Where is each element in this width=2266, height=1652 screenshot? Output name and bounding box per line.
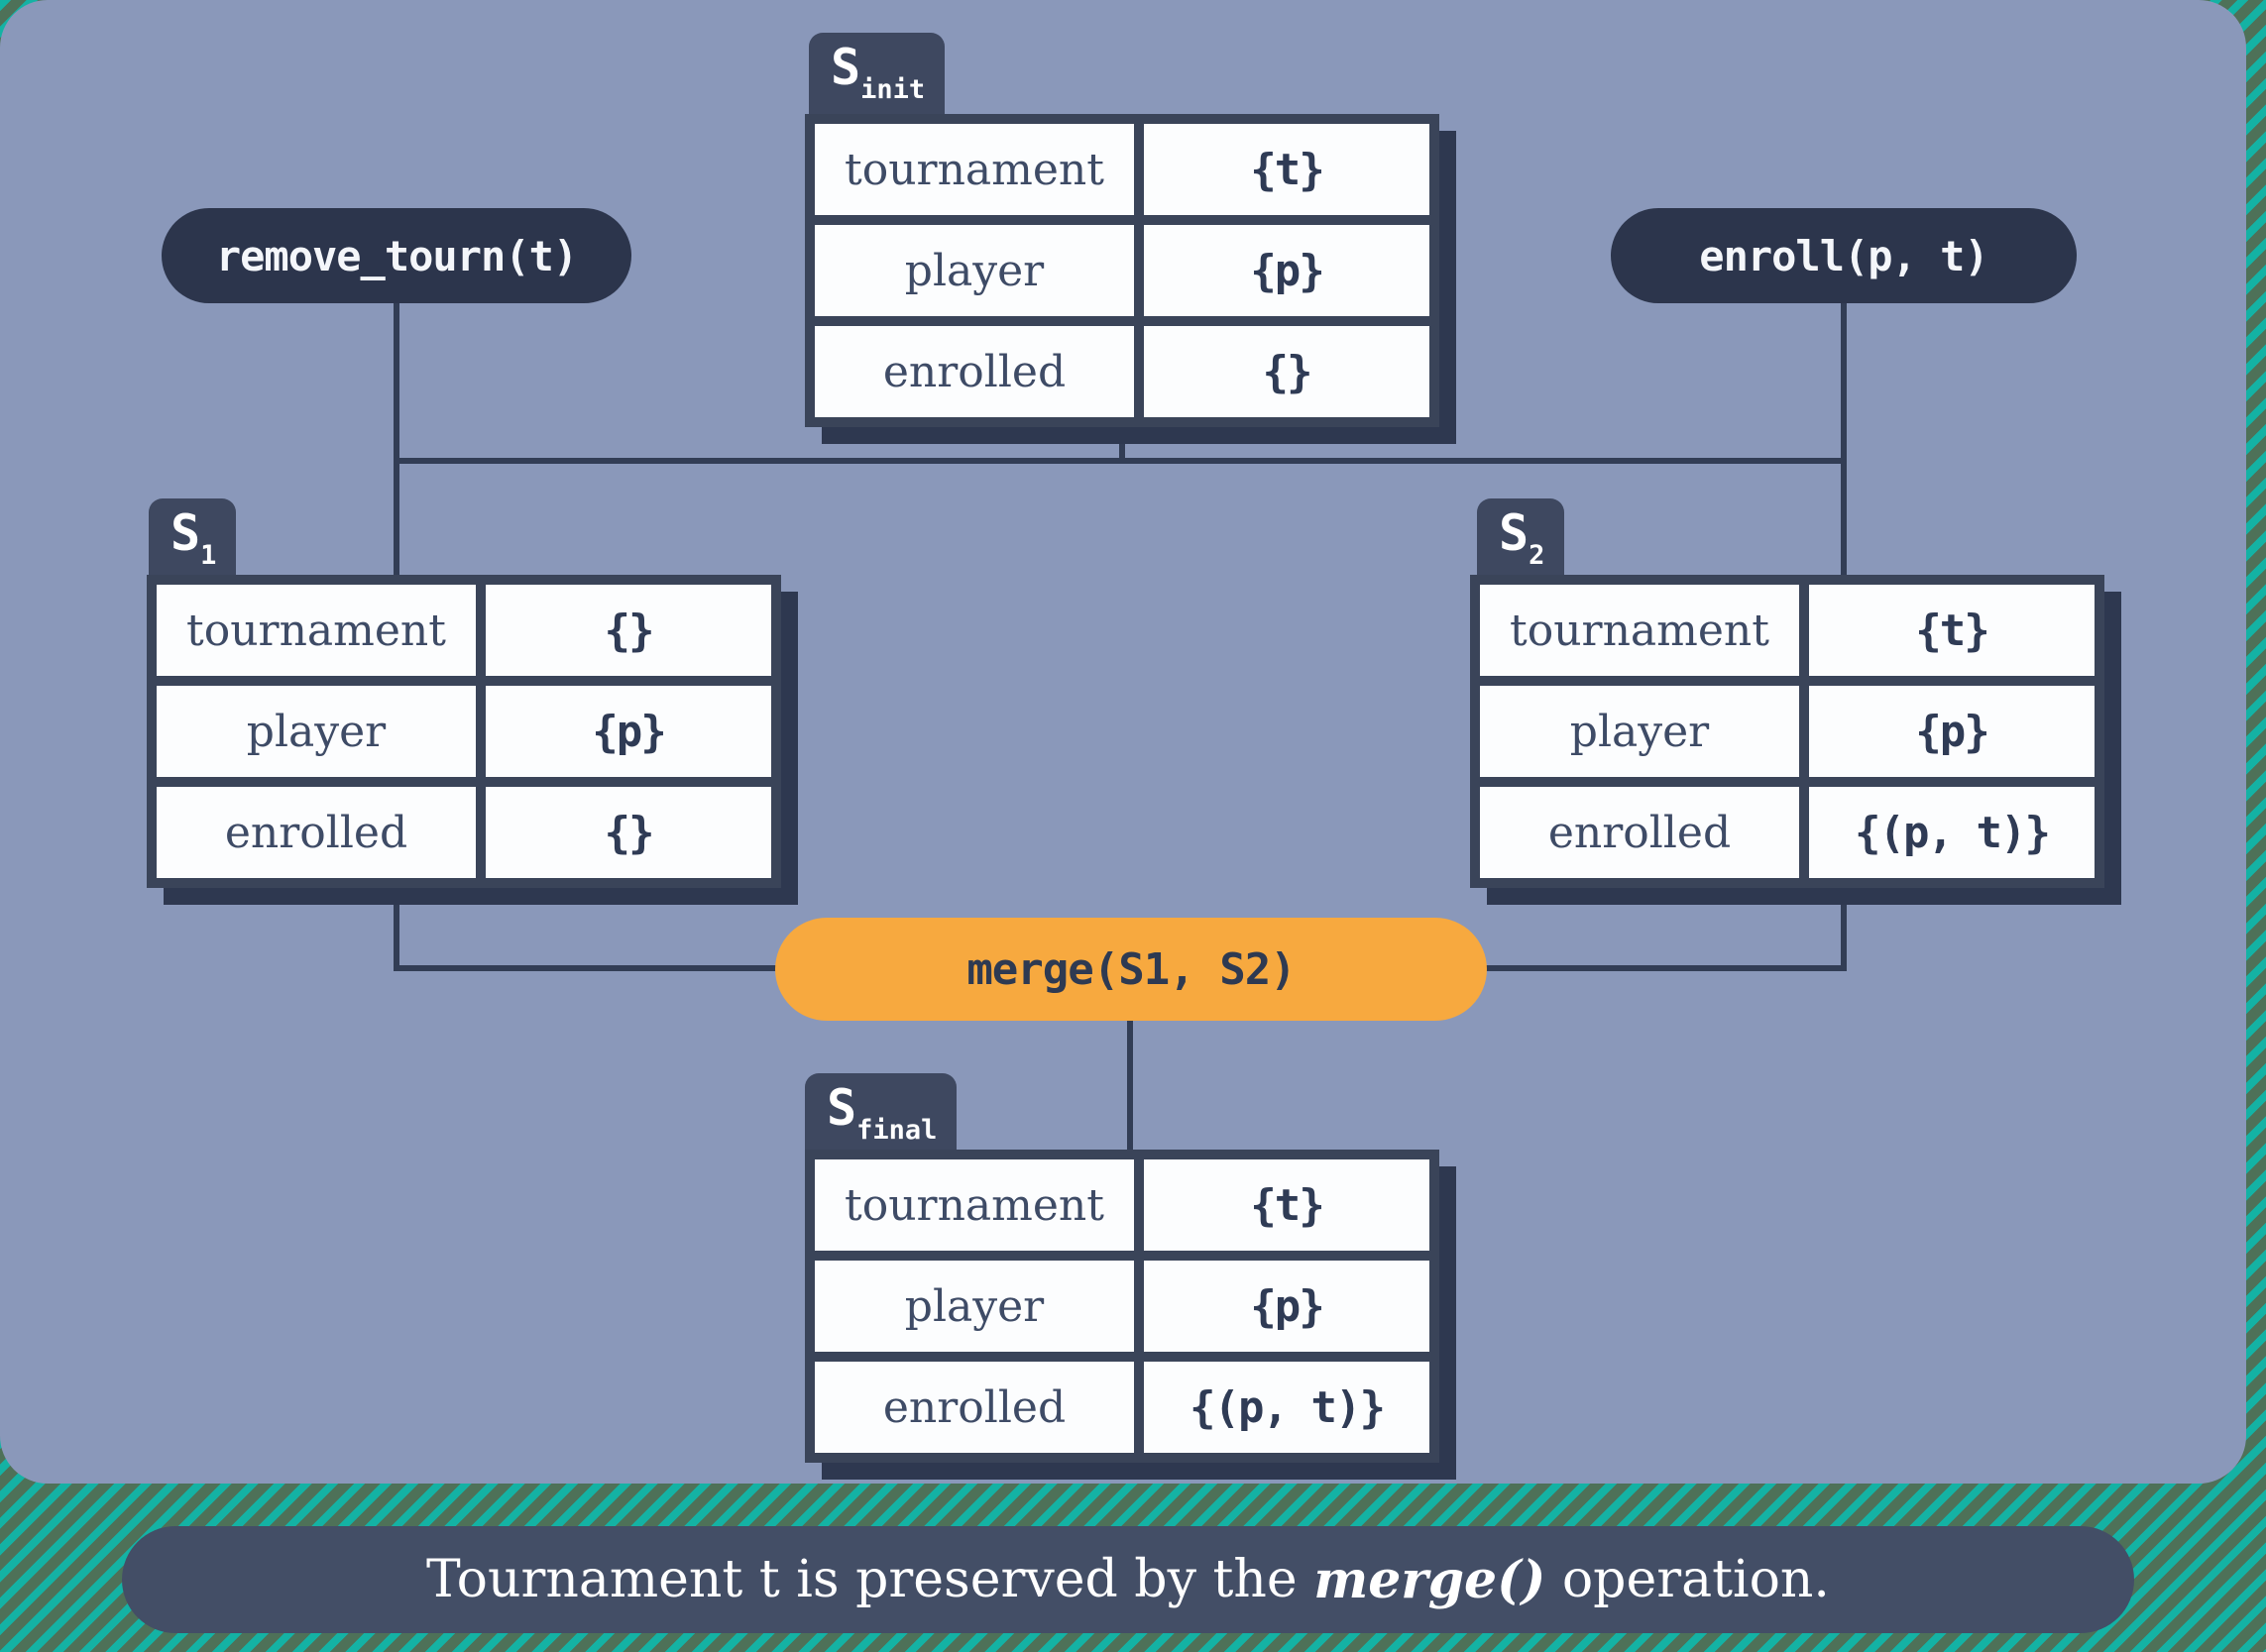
row-value: {t} — [1144, 1159, 1429, 1251]
row-label: tournament — [157, 585, 476, 676]
caption-text-highlight: merge() — [1313, 1549, 1546, 1610]
row-value: {(p, t)} — [1144, 1362, 1429, 1453]
row-label: tournament — [815, 124, 1134, 215]
state-table-s2: tournament {t} player {p} enrolled {(p, … — [1470, 575, 2104, 888]
row-label: enrolled — [815, 1362, 1134, 1453]
row-value: {} — [486, 585, 771, 676]
connector-remove-to-s1 — [394, 301, 399, 579]
caption-text-prefix: Tournament t is preserved by the — [426, 1550, 1314, 1609]
connector-s2-to-merge — [1483, 965, 1847, 971]
row-value: {(p, t)} — [1809, 787, 2095, 878]
row-label: player — [157, 686, 476, 777]
operation-label: remove_tourn(t) — [215, 231, 578, 280]
row-label: tournament — [1480, 585, 1799, 676]
row-label: player — [815, 225, 1134, 316]
caption-bar: Tournament t is preserved by the merge()… — [122, 1526, 2134, 1633]
row-label: tournament — [815, 1159, 1134, 1251]
row-value: {p} — [1809, 686, 2095, 777]
row-label: player — [815, 1261, 1134, 1352]
state-table-s-init: tournament {t} player {p} enrolled {} — [805, 114, 1439, 427]
state-name: S — [827, 1079, 857, 1137]
main-panel: remove_tourn(t) enroll(p, t) merge(S1, S… — [0, 0, 2246, 1484]
state-name: S — [831, 39, 861, 96]
connector-s1-down — [394, 882, 399, 971]
operation-pill-merge: merge(S1, S2) — [775, 918, 1487, 1021]
row-value: {t} — [1144, 124, 1429, 215]
row-label: enrolled — [815, 326, 1134, 417]
state-table-s-final: tournament {t} player {p} enrolled {(p, … — [805, 1150, 1439, 1463]
row-value: {p} — [486, 686, 771, 777]
state-name: S — [170, 504, 201, 562]
connector-s1-to-merge — [394, 965, 782, 971]
state-subscript: final — [856, 1115, 938, 1146]
operation-label: enroll(p, t) — [1699, 231, 1988, 280]
connector-sinit-down — [1119, 416, 1125, 464]
operation-label: merge(S1, S2) — [966, 943, 1296, 995]
operation-pill-remove-tourn: remove_tourn(t) — [162, 208, 631, 303]
row-value: {p} — [1144, 1261, 1429, 1352]
connector-enroll-to-s2 — [1841, 301, 1847, 579]
state-subscript: 2 — [1529, 540, 1545, 571]
row-label: enrolled — [157, 787, 476, 878]
operation-pill-enroll: enroll(p, t) — [1611, 208, 2077, 303]
caption-text-suffix: operation. — [1545, 1550, 1830, 1609]
state-name: S — [1499, 504, 1530, 562]
row-value: {t} — [1809, 585, 2095, 676]
row-label: player — [1480, 686, 1799, 777]
row-value: {p} — [1144, 225, 1429, 316]
connector-horizontal-top — [394, 458, 1847, 464]
state-subscript: init — [860, 74, 926, 105]
connector-merge-to-sfinal — [1127, 1019, 1133, 1154]
row-value: {} — [1144, 326, 1429, 417]
row-value: {} — [486, 787, 771, 878]
state-subscript: 1 — [200, 540, 217, 571]
connector-s2-down — [1841, 882, 1847, 971]
row-label: enrolled — [1480, 787, 1799, 878]
state-table-s1: tournament {} player {p} enrolled {} — [147, 575, 781, 888]
